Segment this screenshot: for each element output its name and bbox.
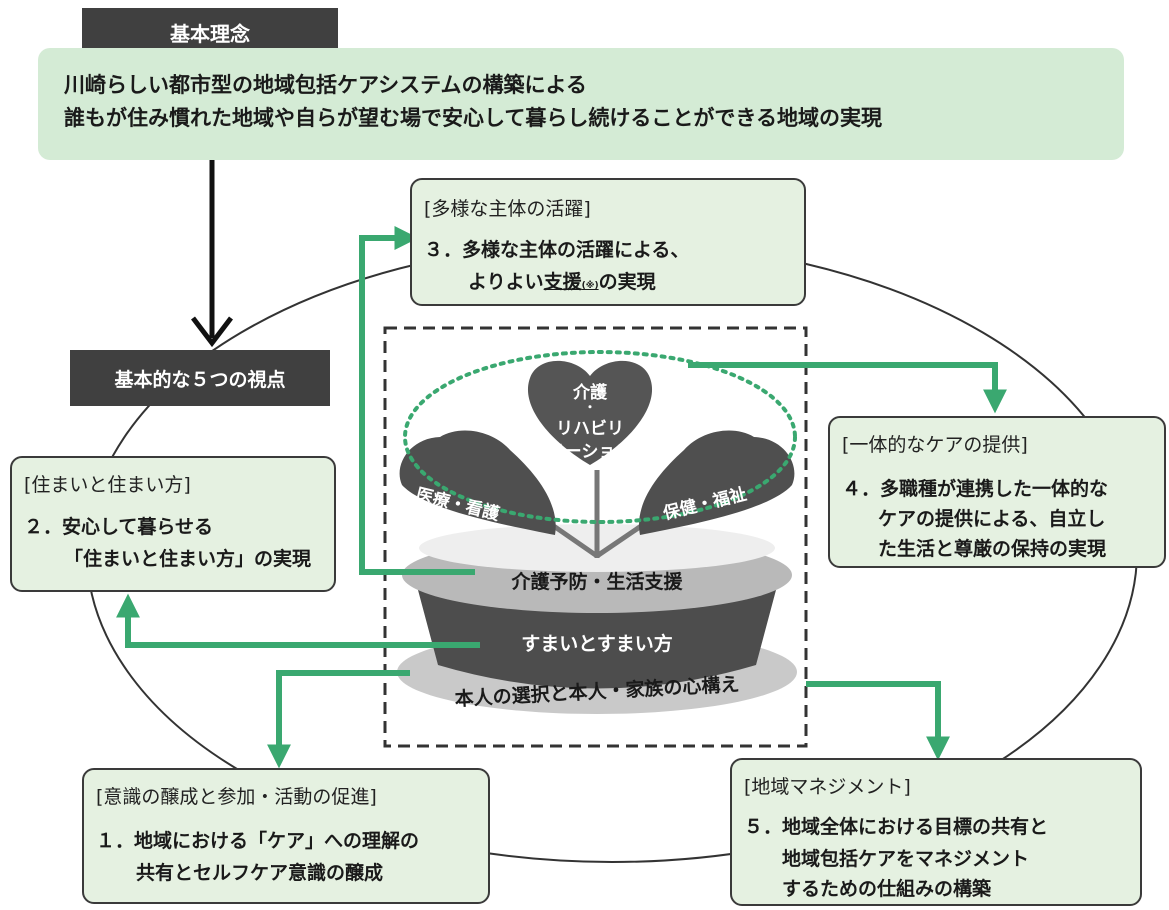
pot-shape: [418, 590, 776, 689]
awareness-line-1: １．地域における「ケア」への理解の: [96, 830, 420, 852]
box-housing: [住まいと住まい方] ２．安心して暮らせる 「住まいと住まい方」の実現: [10, 456, 336, 592]
housing-heading: [住まいと住まい方]: [24, 474, 191, 496]
box-integrated-care: [一体的なケアの提供] ４．多職種が連携した一体的な ケアの提供による、自立し …: [828, 416, 1166, 568]
leaf-left: [399, 430, 556, 535]
box-diverse-actors: [多様な主体の活躍] ３．多様な主体の活躍による、 よりよい支援(※)の実現: [410, 178, 806, 306]
leaf-top-text-2: リハビリ: [556, 419, 624, 439]
viewpoints-tag: 基本的な５つの視点: [70, 350, 330, 406]
box-awareness: [意識の醸成と参加・活動の促進] １．地域における「ケア」への理解の 共有とセル…: [82, 768, 490, 904]
diverse-line-2-post: の実現: [598, 271, 656, 293]
integrated-line-1: ４．多職種が連携した一体的な: [842, 478, 1109, 500]
integrated-heading: [一体的なケアの提供]: [842, 434, 1028, 456]
integrated-line-3: た生活と尊厳の保持の実現: [878, 538, 1107, 560]
leaf-top-dot: ・: [583, 400, 596, 414]
housing-line-2: 「住まいと住まい方」の実現: [64, 548, 312, 570]
leaf-top-text-3: テーション: [547, 442, 633, 462]
dotted-leaf-ring: [403, 350, 797, 524]
philosophy-line-1: 川崎らしい都市型の地域包括ケアシステムの構築による: [64, 73, 587, 97]
arrow-to-diverse: [359, 226, 475, 575]
pot-label: すまいとすまい方: [521, 633, 673, 655]
management-line-1: ５．地域全体における目標の共有と: [744, 816, 1049, 838]
philosophy-banner: [38, 48, 1124, 160]
housing-line-1: ２．安心して暮らせる: [24, 516, 214, 538]
awareness-line-2: 共有とセルフケア意識の醸成: [136, 862, 384, 884]
awareness-heading: [意識の醸成と参加・活動の促進]: [96, 786, 377, 808]
leaf-top-text-1: 介護: [573, 383, 607, 403]
diverse-line-2-pre: よりよい: [468, 271, 544, 293]
diverse-line-2: よりよい支援(※)の実現: [468, 267, 656, 301]
soil-label: 介護予防・生活支援: [511, 571, 683, 593]
management-line-3: するための仕組みの構築: [782, 878, 992, 900]
management-heading: [地域マネジメント]: [744, 776, 911, 798]
arrow-to-management: [806, 681, 950, 761]
arrow-to-awareness: [267, 670, 410, 769]
arrow-to-integrated: [688, 362, 1007, 414]
management-line-2: 地域包括ケアをマネジメント: [782, 848, 1030, 870]
leaf-top: [527, 360, 653, 465]
leaf-top-label: 介護 ・ リハビリ テーション: [530, 378, 650, 462]
diverse-line-1: ３．多様な主体の活躍による、: [424, 239, 690, 261]
diverse-heading: [多様な主体の活躍]: [424, 198, 591, 220]
integrated-line-2: ケアの提供による、自立し: [878, 508, 1106, 530]
philosophy-line-2: 誰もが住み慣れた地域や自らが望む場で安心して暮らし続けることができる地域の実現: [64, 106, 882, 130]
leaf-right: [639, 430, 795, 535]
diverse-line-2-support: 支援(※): [543, 271, 599, 293]
diverse-note-mark: (※): [581, 281, 599, 291]
arrow-to-housing: [116, 593, 480, 648]
box-management: [地域マネジメント] ５．地域全体における目標の共有と 地域包括ケアをマネジメン…: [730, 758, 1142, 906]
